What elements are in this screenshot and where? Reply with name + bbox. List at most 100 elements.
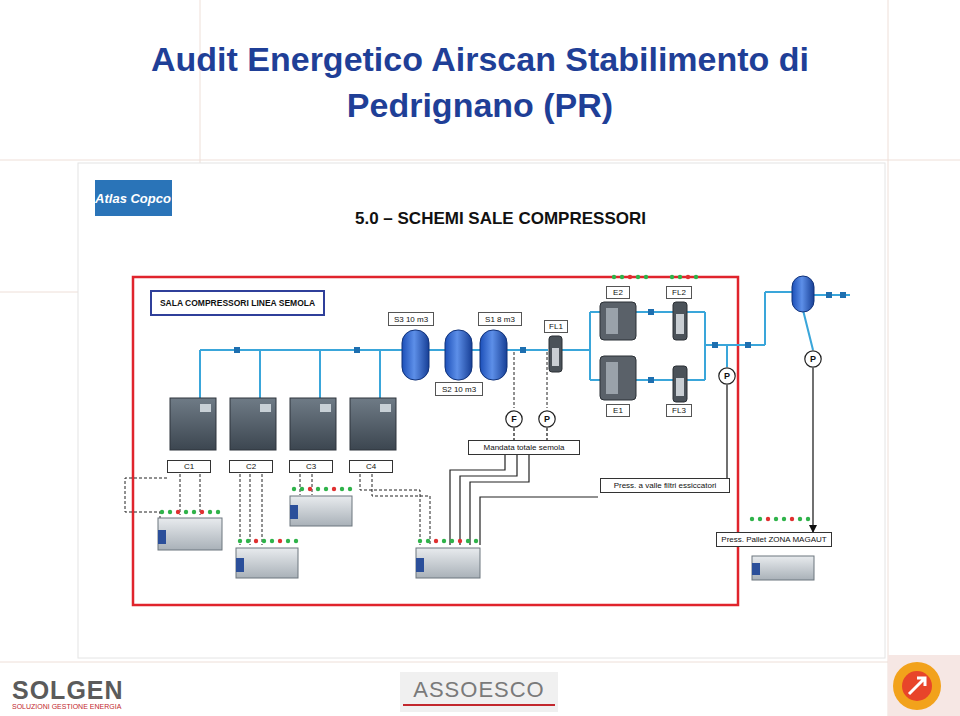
node-text: F — [511, 414, 517, 424]
logger-badge — [752, 563, 760, 575]
equipment-tag: FL3 — [666, 404, 692, 417]
compressor — [230, 398, 276, 450]
dryer-panel — [606, 362, 618, 394]
air-receiver — [792, 276, 814, 312]
company-logo-text: SOLGEN — [12, 676, 124, 705]
status-led — [790, 517, 794, 521]
node-text: P — [544, 414, 550, 424]
status-led — [184, 510, 188, 514]
dryer — [600, 356, 636, 400]
status-led — [434, 539, 438, 543]
status-led — [782, 517, 786, 521]
label-box: C3 — [289, 460, 333, 473]
dryer — [600, 302, 636, 340]
equipment-tag: S3 10 m3 — [388, 312, 434, 326]
air-pipe — [259, 350, 261, 398]
air-pipe — [589, 312, 591, 380]
logger-badge — [416, 558, 424, 572]
node-text: C3 — [306, 462, 316, 471]
compressor-panel — [320, 404, 331, 412]
gauge-circle: P — [804, 350, 822, 368]
label-box: Mandata totale semola — [468, 440, 580, 455]
status-led — [340, 487, 344, 491]
data-logger — [236, 548, 298, 578]
status-led — [286, 539, 290, 543]
line-filter — [673, 366, 687, 402]
slide-frame — [0, 160, 960, 161]
pipe-valve — [234, 292, 846, 383]
status-led — [176, 510, 180, 514]
connector — [546, 428, 547, 440]
node-text: SALA COMPRESSORI LINEA SEMOLA — [160, 298, 315, 308]
pipe-valve — [520, 347, 526, 353]
slide-frame — [0, 662, 960, 663]
pipe-valve — [234, 347, 240, 353]
node-text: S3 10 m3 — [394, 315, 428, 324]
corner-icon — [893, 662, 941, 710]
section-heading: 5.0 – SCHEMI SALE COMPRESSORI — [355, 209, 646, 229]
gauge-outline — [506, 411, 522, 427]
air-receiver — [402, 330, 429, 380]
equipment-tag: S1 8 m3 — [478, 312, 522, 326]
signal-wire — [300, 474, 301, 495]
pipe-valve — [354, 347, 360, 353]
logger-badge — [236, 558, 244, 572]
brand-logo — [95, 180, 172, 216]
pipe-valve — [712, 342, 718, 348]
signal-wire — [312, 474, 313, 495]
compressor-panel — [200, 404, 391, 412]
brand-name: Atlas Copco — [95, 191, 171, 206]
pipe-valve — [648, 377, 654, 383]
equipment-tag: FL2 — [666, 286, 692, 299]
compressor — [290, 398, 336, 450]
signal-cable — [450, 455, 505, 545]
signal-wire — [360, 474, 420, 545]
status-led — [798, 517, 802, 521]
signal-wire — [514, 352, 515, 408]
slide-frame — [0, 292, 78, 293]
node-text: E2 — [613, 288, 623, 297]
status-led — [270, 539, 274, 543]
pipe-valve — [826, 292, 832, 298]
status-led — [442, 539, 446, 543]
status-led — [192, 510, 196, 514]
node-text: S2 10 m3 — [442, 385, 476, 394]
air-pipe — [319, 350, 321, 398]
gauge-outline — [719, 368, 735, 384]
status-led — [458, 539, 462, 543]
data-logger — [158, 518, 222, 550]
status-led — [348, 487, 352, 491]
pipe-valve — [648, 309, 654, 315]
gauge-outline — [805, 351, 821, 367]
status-led — [160, 510, 164, 514]
compressor-panel — [260, 404, 271, 412]
dryer-panel — [606, 308, 618, 394]
data-logger — [752, 556, 814, 580]
gauge-circle: P — [718, 367, 736, 385]
status-led — [678, 275, 682, 279]
filter-bowl — [676, 314, 684, 334]
node-text: E1 — [613, 406, 623, 415]
compressor-panel — [200, 404, 211, 412]
air-pipe — [199, 350, 201, 398]
status-led — [774, 517, 778, 521]
room-frame — [133, 277, 738, 605]
status-led — [644, 275, 648, 279]
corner-band — [888, 655, 960, 716]
status-led — [316, 487, 320, 491]
signal-cable — [460, 455, 517, 545]
status-led — [168, 510, 172, 514]
slide-frame — [200, 0, 201, 163]
data-logger — [416, 548, 480, 578]
air-pipe — [764, 292, 766, 345]
logger-badge — [290, 505, 298, 519]
status-led — [450, 539, 454, 543]
filter-bowl — [676, 378, 684, 396]
signal-wire — [240, 474, 241, 545]
connector — [726, 385, 727, 478]
label-box: C2 — [229, 460, 273, 473]
status-led — [766, 517, 770, 521]
signal-wire — [180, 474, 181, 515]
